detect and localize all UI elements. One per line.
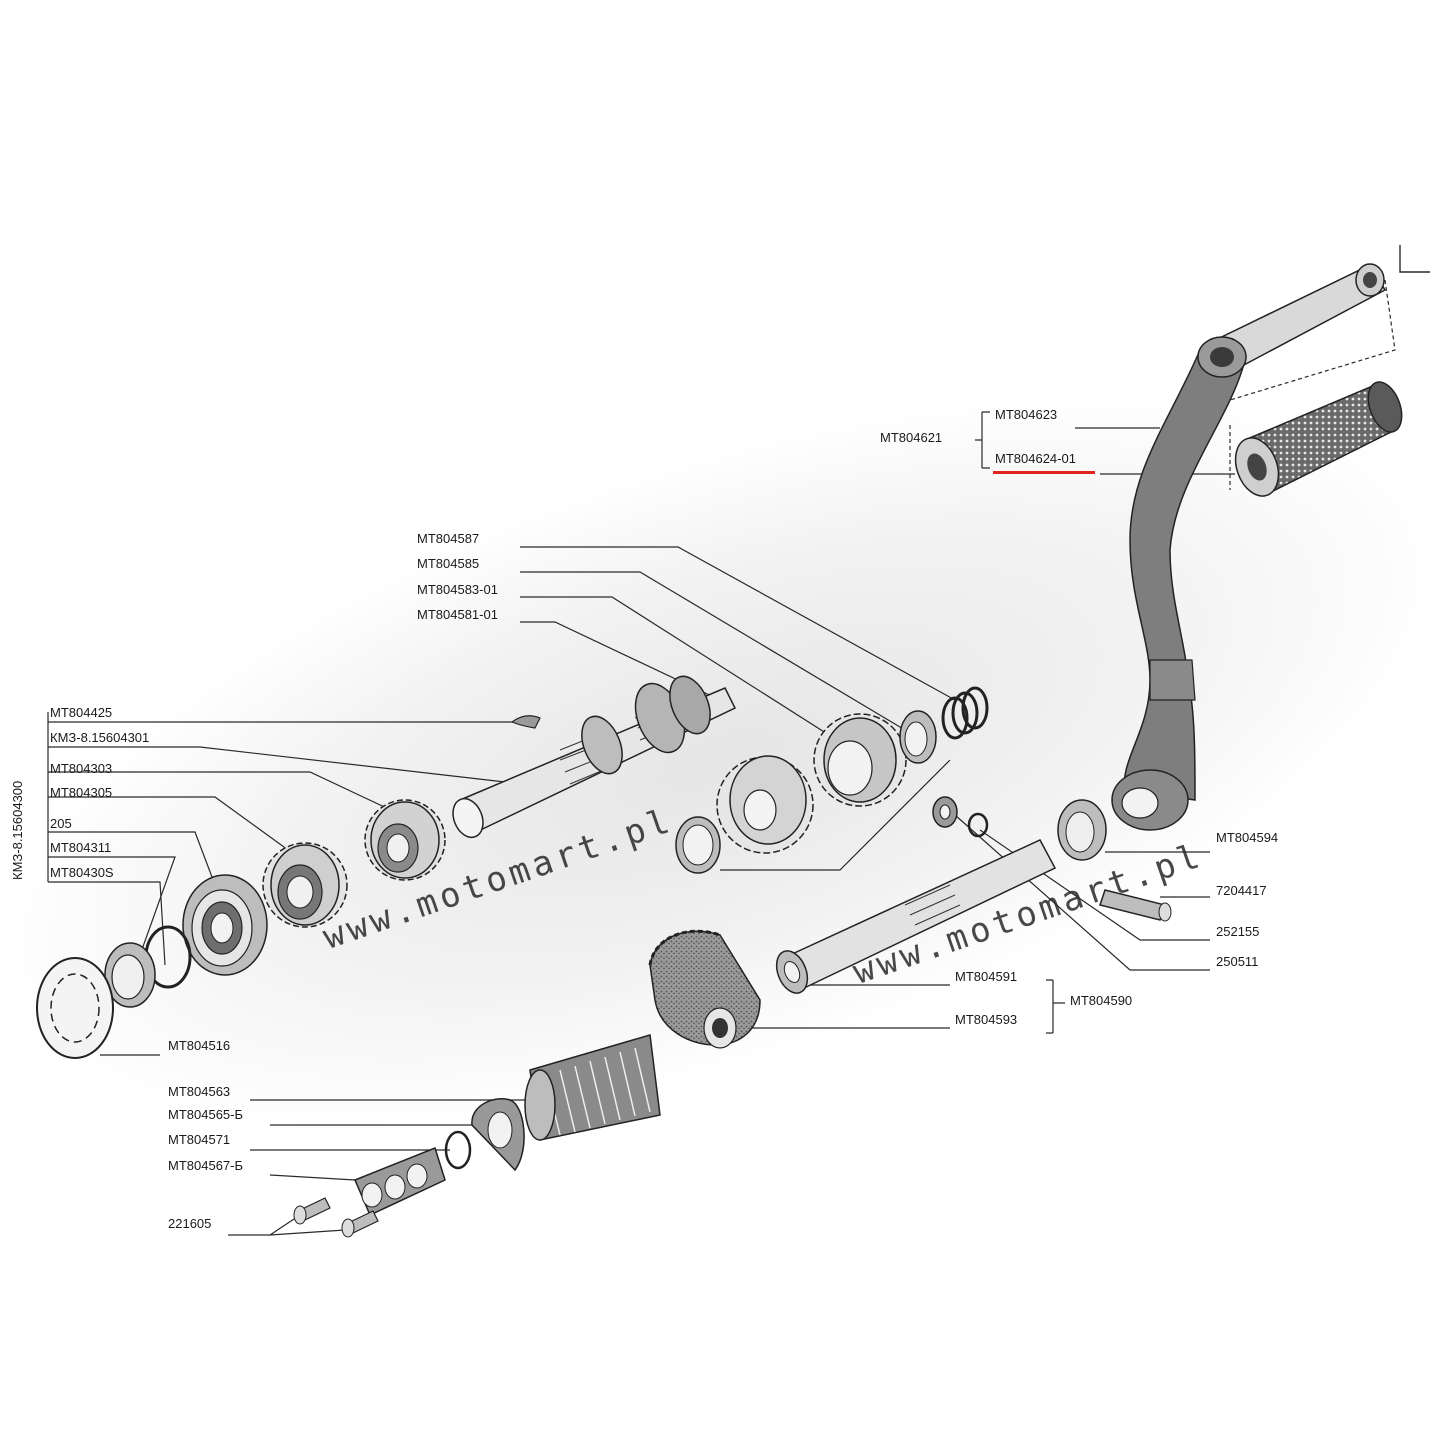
- cover-mt804567b: [354, 1147, 446, 1217]
- label-mt804305: MT804305: [50, 785, 113, 800]
- label-mt804590: MT804590: [1070, 993, 1133, 1008]
- gear-mt804583-01: [813, 713, 907, 807]
- rubber-grip: [1234, 381, 1403, 497]
- woodruff-key: [510, 715, 541, 729]
- label-250511: 250511: [1216, 954, 1259, 969]
- label-mt804581-01: MT804581-01: [417, 607, 498, 622]
- highlight-underline: [993, 471, 1095, 474]
- gear-mt804303: [364, 799, 446, 881]
- background-shadow: [0, 390, 1445, 1130]
- return-spring-mt804563: [524, 1034, 661, 1141]
- label-mt804311: MT804311: [50, 840, 112, 855]
- label-mt804593: MT804593: [955, 1012, 1018, 1027]
- washer-mt804585: [899, 710, 937, 764]
- spring-mt804587: [941, 686, 989, 740]
- plate-mt804516: [36, 957, 114, 1059]
- gear-mt804581-01: [716, 755, 814, 854]
- bushing-mt80430s: [104, 942, 156, 1008]
- sector-gear-mt804593: [648, 929, 761, 1049]
- label-221605: 221605: [168, 1216, 212, 1231]
- label-mt804567b: MT804567-Б: [168, 1158, 244, 1173]
- label-mt804516: MT804516: [168, 1038, 231, 1053]
- pin-7204417: [1099, 889, 1172, 922]
- label-mt804621: MT804621: [880, 430, 943, 445]
- gear-mt804305: [262, 842, 348, 928]
- label-mt804565b: MT804565-Б: [168, 1107, 244, 1122]
- label-mt804623: MT804623: [995, 407, 1058, 422]
- label-mt804571: MT804571: [168, 1132, 231, 1147]
- bearing-205: [182, 874, 268, 976]
- label-mt804594: MT804594: [1216, 830, 1279, 845]
- label-mt80430s: MT80430S: [50, 865, 114, 880]
- label-mt804587: MT804587: [417, 531, 480, 546]
- label-mt804624-01: MT804624-01: [995, 451, 1076, 466]
- retainer-mt804565b: [471, 1098, 525, 1172]
- kick-shaft-mt804591: [775, 839, 1057, 994]
- label-205: 205: [50, 816, 72, 831]
- screws-221605: [293, 1197, 379, 1238]
- label-mt804583-01: MT804583-01: [417, 582, 498, 597]
- label-252155: 252155: [1216, 924, 1260, 939]
- washer-lower: [675, 816, 721, 874]
- label-kmz-group: КМЗ-8.15604300: [10, 780, 25, 880]
- nut-250511: [932, 796, 958, 828]
- label-mt804563: MT804563: [168, 1084, 231, 1099]
- label-mt804303: MT804303: [50, 761, 113, 776]
- kick-lever: [1111, 263, 1387, 831]
- ring-mt804571: [444, 1130, 472, 1170]
- washer-252155: [967, 812, 989, 838]
- label-7204417: 7204417: [1216, 883, 1267, 898]
- label-kmz-shaft: КМЗ-8.15604301: [50, 730, 150, 745]
- main-shaft: [452, 675, 737, 839]
- label-mt804591: MT804591: [955, 969, 1018, 984]
- label-mt804585: MT804585: [417, 556, 480, 571]
- leader-lines: [47, 245, 1430, 1236]
- label-mt804425: MT804425: [50, 705, 113, 720]
- bushing-mt804594: [1057, 799, 1107, 861]
